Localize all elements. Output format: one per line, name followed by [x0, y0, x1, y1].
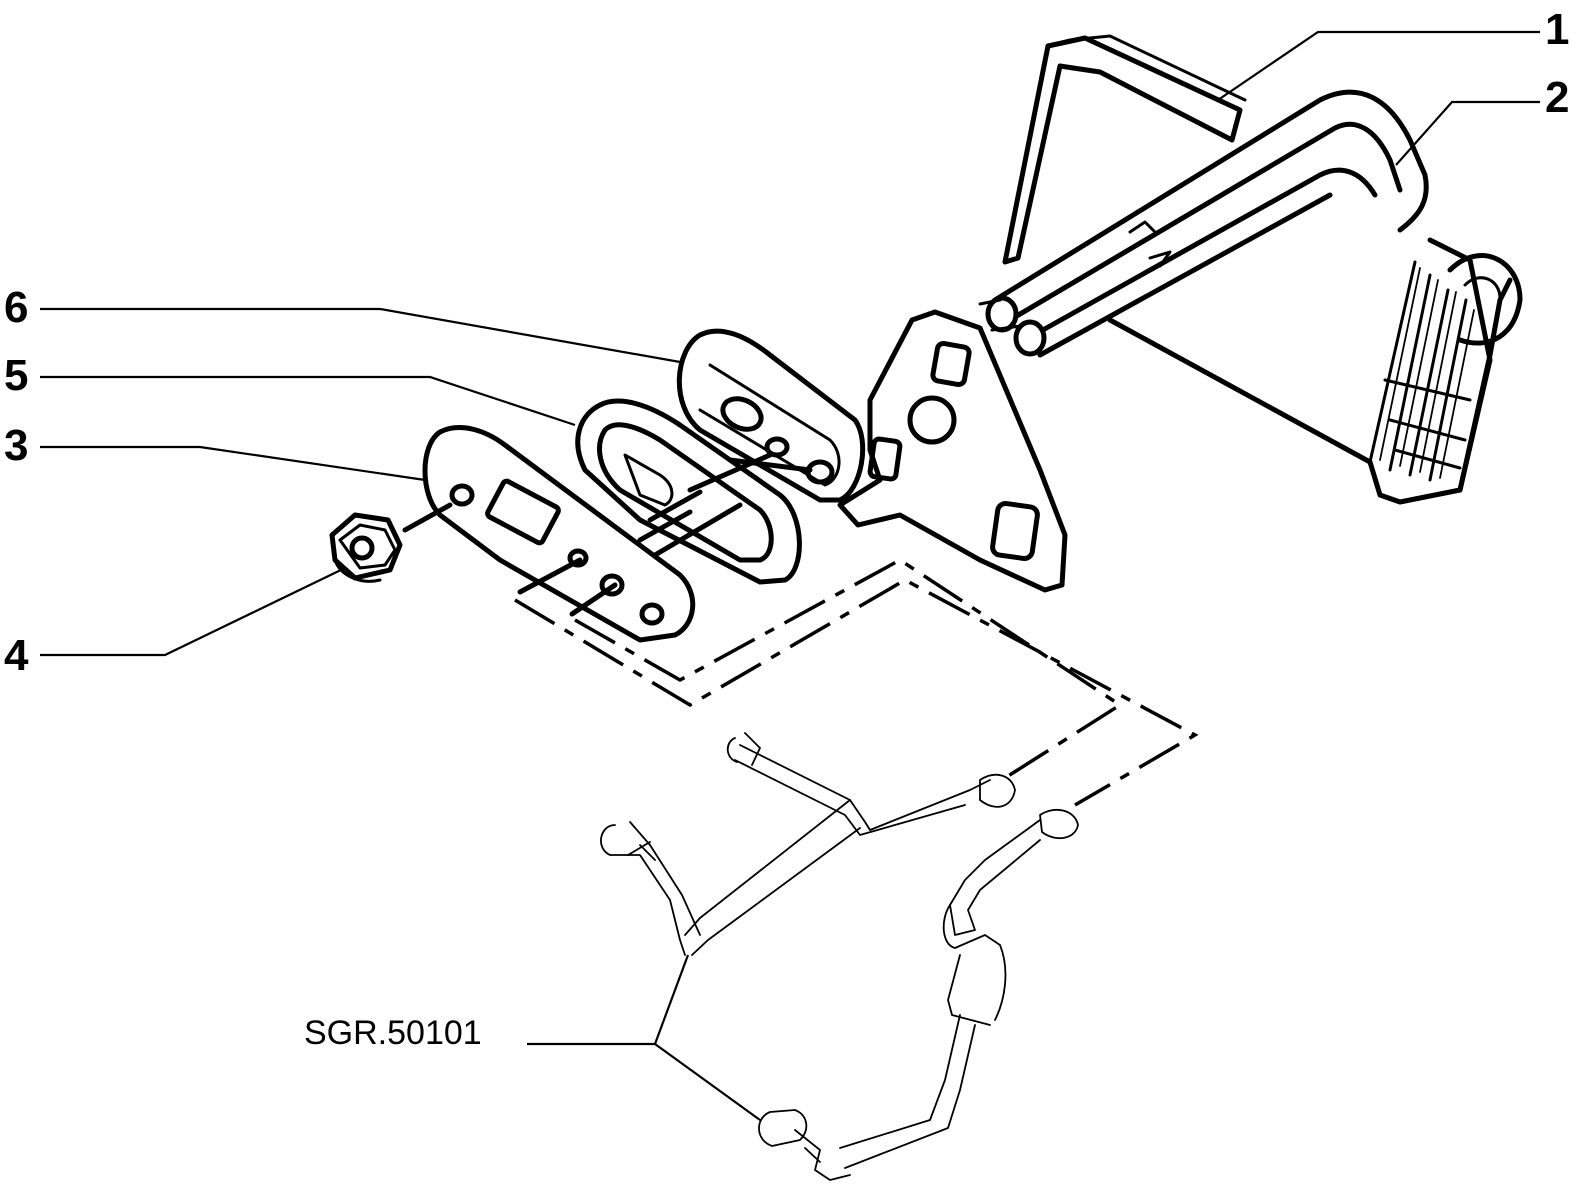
- part-5-gasket: [575, 398, 802, 585]
- part-3-plate: [422, 425, 696, 643]
- leader-1: [1217, 30, 1540, 101]
- lower-pipe-assembly: [600, 732, 1079, 1181]
- callout-5: 5: [4, 351, 28, 400]
- leader-6: [40, 307, 681, 364]
- leader-sgr: [527, 954, 761, 1121]
- assembly-lines-upper: [402, 452, 813, 617]
- callout-4: 4: [4, 631, 29, 680]
- callout-6: 6: [4, 283, 28, 332]
- leader-2: [1395, 100, 1540, 166]
- leader-lines: [40, 30, 1540, 1121]
- leader-5: [40, 375, 576, 427]
- callout-3: 3: [4, 421, 28, 470]
- leader-3: [40, 445, 426, 482]
- part-6-flange: [676, 309, 1068, 593]
- leader-4: [40, 567, 346, 657]
- callout-2: 2: [1545, 73, 1569, 122]
- part-1-heater-core: [1002, 34, 1523, 505]
- reference-label: SGR.50101: [304, 1014, 482, 1052]
- assembly-dashed-lines: [514, 557, 1199, 807]
- part-4-nut: [329, 512, 403, 583]
- callout-1: 1: [1545, 5, 1569, 54]
- part-2-pipes: [978, 89, 1429, 358]
